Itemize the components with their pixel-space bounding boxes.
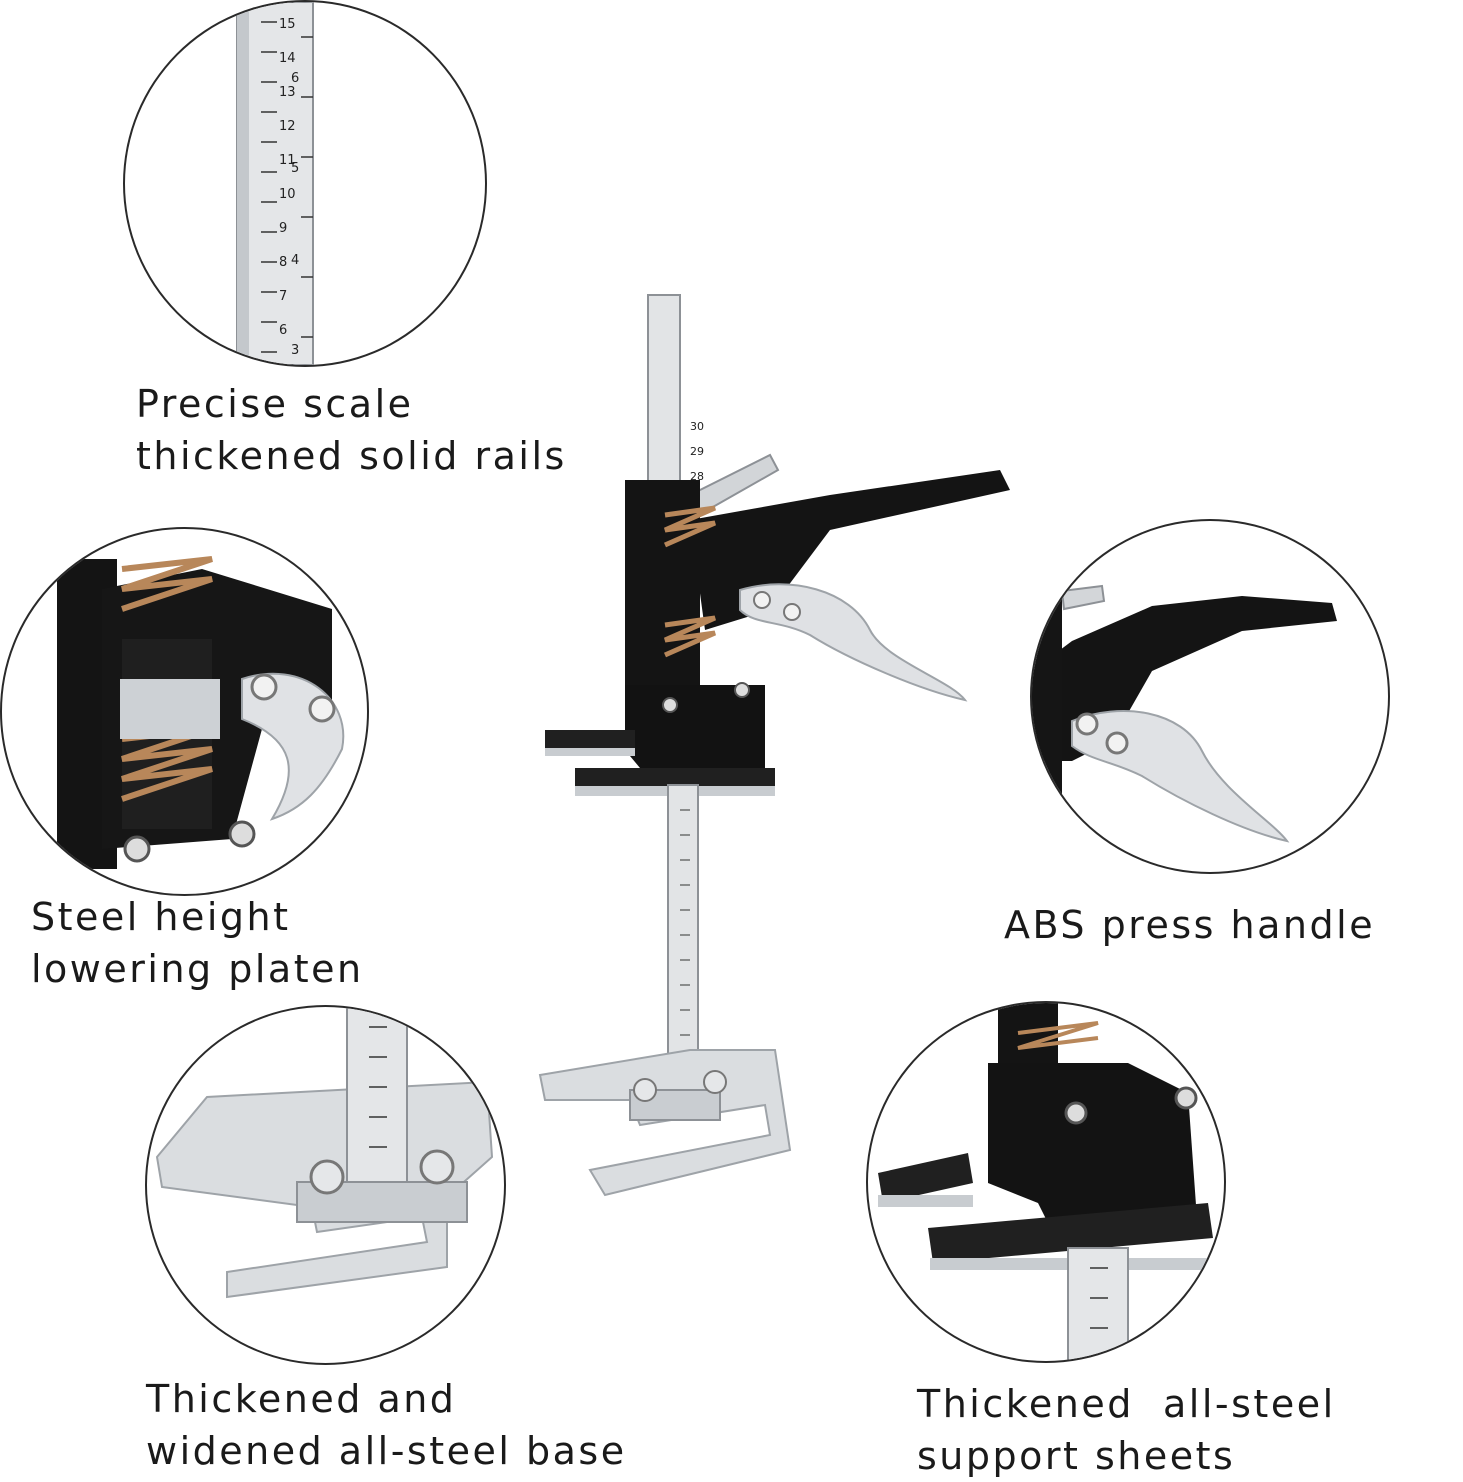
sheets-caption-line1: Thickened all-steel: [917, 1382, 1336, 1426]
ruler-number: 10: [279, 187, 296, 202]
ruler-number: 11: [279, 153, 296, 168]
ruler-number: 4: [291, 253, 299, 268]
tool-ruler-number: 28: [690, 470, 704, 483]
ruler-icon: 15 14 13 12 11 10 9 8 7 6 6 5 4 3: [236, 2, 314, 365]
scale-caption: Precise scale thickened solid rails: [136, 378, 567, 482]
sheets-caption: Thickened all-steel support sheets: [917, 1378, 1336, 1482]
lifting-tool-image: 30 29 28: [530, 290, 1030, 1210]
platen-detail-circle: [0, 527, 369, 896]
tool-ruler-number: 30: [690, 420, 704, 433]
scale-caption-line2: thickened solid rails: [136, 434, 567, 478]
scale-caption-line1: Precise scale: [136, 382, 414, 426]
platen-caption-line1: Steel height: [31, 895, 291, 939]
base-caption: Thickened and widened all-steel base: [146, 1373, 627, 1477]
ruler-number: 15: [279, 17, 296, 32]
ruler-number: 14: [279, 51, 296, 66]
handle-caption-line1: ABS press handle: [1004, 903, 1376, 947]
tool-ruler-number: 29: [690, 445, 704, 458]
ruler-number: 12: [279, 119, 296, 134]
ruler-number: 9: [279, 221, 287, 236]
ruler-number: 3: [291, 343, 299, 358]
steel-base-icon: [155, 1007, 494, 1299]
base-caption-line2: widened all-steel base: [146, 1429, 627, 1473]
platen-caption: Steel height lowering platen: [31, 891, 364, 995]
ruler-number: 5: [291, 161, 299, 176]
spring-mechanism-icon: [57, 556, 345, 869]
handle-detail-circle: [1030, 519, 1390, 874]
ruler-number: 6: [279, 323, 287, 338]
press-handle-icon: [1032, 581, 1337, 843]
ruler-number: 7: [279, 289, 287, 304]
sheets-detail-circle: [866, 1001, 1226, 1363]
ruler-number: 6: [291, 71, 299, 86]
support-sheets-icon: [878, 1003, 1215, 1361]
ruler-number: 8: [279, 255, 287, 270]
ruler-number: 13: [279, 85, 296, 100]
sheets-caption-line2: support sheets: [917, 1434, 1236, 1478]
hand-lifting-tool-icon: 30 29 28: [538, 294, 1010, 1197]
base-detail-circle: [145, 1005, 506, 1365]
base-caption-line1: Thickened and: [146, 1377, 457, 1421]
platen-caption-line2: lowering platen: [31, 947, 364, 991]
ruler-detail-circle: 15 14 13 12 11 10 9 8 7 6 6 5 4 3: [123, 0, 487, 367]
handle-caption: ABS press handle: [1004, 899, 1375, 951]
